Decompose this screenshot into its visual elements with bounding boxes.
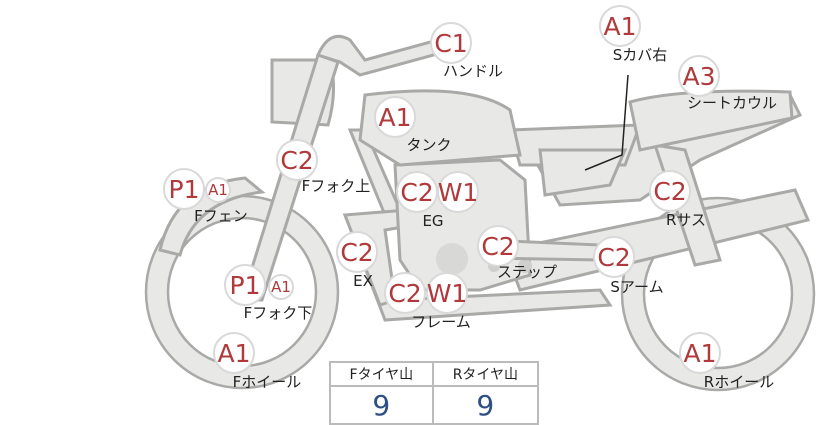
condition-code: P1 [169, 175, 200, 204]
badge-circle [477, 225, 519, 267]
badge-circle [678, 55, 720, 97]
f-tire-header: Fタイヤ山 [329, 361, 434, 387]
condition-code: A1 [208, 181, 228, 199]
part-step: C2 ステップ [477, 225, 557, 281]
condition-code: A1 [217, 339, 250, 368]
tire-tread-table: Fタイヤ山 Rタイヤ山 9 9 [329, 361, 540, 425]
badge-circle [336, 231, 378, 273]
badge-circle [599, 5, 641, 47]
condition-code: A1 [378, 103, 411, 132]
part-label: Rホイール [704, 373, 774, 391]
condition-code: C2 [400, 178, 433, 207]
condition-code: W1 [438, 178, 479, 207]
part-label: Fフォク下 [244, 304, 313, 322]
part-label: ハンドル [443, 62, 503, 80]
condition-code: A1 [683, 339, 716, 368]
badge-circle [374, 96, 416, 138]
condition-code: C2 [388, 279, 421, 308]
condition-code: C1 [434, 29, 467, 58]
badge-circle [426, 272, 468, 314]
condition-code: C2 [653, 177, 686, 206]
badge-circle [163, 168, 205, 210]
badge-circle [276, 139, 318, 181]
condition-code: A1 [271, 278, 291, 296]
badge-circle [224, 264, 266, 306]
part-label: ステップ [497, 263, 557, 281]
badge-circle [430, 22, 472, 64]
front-fender-shape [158, 176, 266, 257]
r-tire-header: Rタイヤ山 [431, 361, 540, 387]
handlebar-shape [315, 34, 455, 77]
badge-circle [205, 177, 231, 203]
badge-circle [268, 274, 294, 300]
badge-circle [384, 272, 426, 314]
condition-code: W1 [427, 279, 468, 308]
part-label: タンク [406, 136, 451, 154]
badge-circle [679, 332, 721, 374]
part-tank: A1 タンク [374, 96, 452, 154]
part-label: Rサス [666, 211, 706, 229]
part-seat-cowl: A3 シートカウル [678, 55, 777, 112]
condition-code: A3 [682, 62, 715, 91]
part-label: Sカバ右 [613, 46, 668, 64]
badge-circle [213, 332, 255, 374]
r-tire-value: 9 [431, 385, 540, 425]
seat-cowl-shape [628, 89, 794, 152]
motorcycle-illustration [144, 34, 816, 392]
part-handle: C1 ハンドル [430, 22, 503, 80]
part-label: フレーム [411, 313, 471, 331]
condition-code: C2 [340, 238, 373, 267]
condition-code: A1 [603, 12, 636, 41]
side-cover-shape [538, 148, 628, 197]
f-tire-value: 9 [329, 385, 434, 425]
part-label: Fフォク上 [302, 177, 371, 195]
engine-cover [436, 243, 468, 275]
condition-code: C2 [481, 232, 514, 261]
part-label: Fフェン [194, 207, 248, 225]
condition-code: C2 [280, 146, 313, 175]
part-label: Sアーム [610, 278, 663, 296]
part-label: シートカウル [687, 94, 777, 112]
condition-code: C2 [597, 243, 630, 272]
part-label: Fホイール [233, 373, 302, 391]
s-cover-pointer [584, 74, 629, 171]
condition-code: P1 [230, 271, 261, 300]
badge-circle [649, 170, 691, 212]
part-label: EX [353, 272, 373, 290]
step-peg-right [518, 259, 532, 273]
badge-circle [593, 236, 635, 278]
part-label: EG [422, 212, 443, 230]
badge-circle [437, 171, 479, 213]
